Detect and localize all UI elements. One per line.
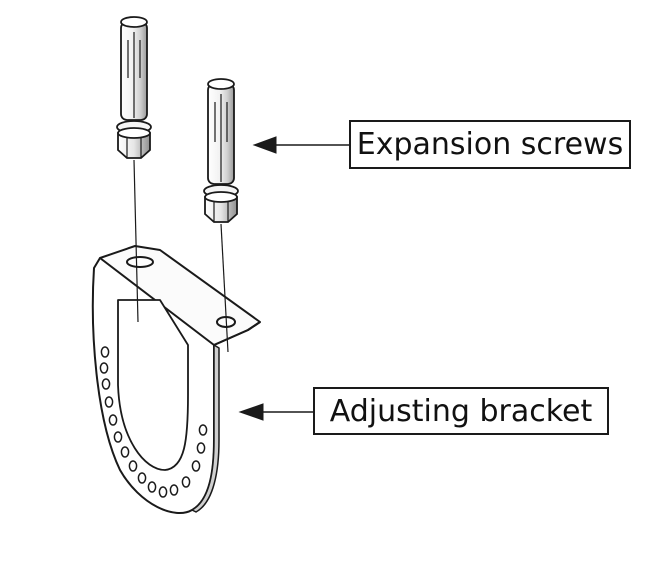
arrow-screws-head: [252, 136, 277, 154]
alignment-lines: [133, 159, 229, 353]
label-adjusting-bracket: Adjusting bracket: [313, 387, 609, 435]
label-expansion-screws: Expansion screws: [349, 120, 631, 169]
bracket-cutout: [117, 299, 189, 471]
bracket-hole: [137, 472, 147, 484]
bracket-hole: [99, 362, 109, 374]
bracket-hole: [100, 346, 110, 358]
bracket-hole: [108, 414, 118, 426]
bracket-hole: [158, 486, 168, 498]
bracket-hole: [128, 460, 138, 472]
flange-slot-left: [126, 256, 154, 268]
bracket-hole: [181, 476, 191, 488]
expansion-screw-left: [116, 16, 152, 159]
guide-line-left: [133, 159, 139, 323]
bracket-holes: [99, 346, 208, 498]
bracket-hole: [196, 442, 206, 454]
bracket-hole: [101, 378, 111, 390]
arrow-bracket-head: [238, 403, 264, 421]
bracket-hole: [169, 484, 179, 496]
adjusting-bracket: [91, 245, 261, 515]
bracket-hole: [147, 481, 157, 493]
expansion-screw-right: [203, 78, 239, 223]
bracket-hole: [191, 460, 201, 472]
pointer-arrows: [238, 136, 349, 421]
bracket-hole: [113, 431, 123, 443]
label-expansion-screws-text: Expansion screws: [356, 127, 624, 162]
label-adjusting-bracket-text: Adjusting bracket: [329, 393, 593, 429]
guide-line-right: [220, 223, 229, 353]
bracket-hole: [120, 446, 130, 458]
bracket-hole: [198, 424, 208, 436]
bracket-hole: [104, 396, 114, 408]
